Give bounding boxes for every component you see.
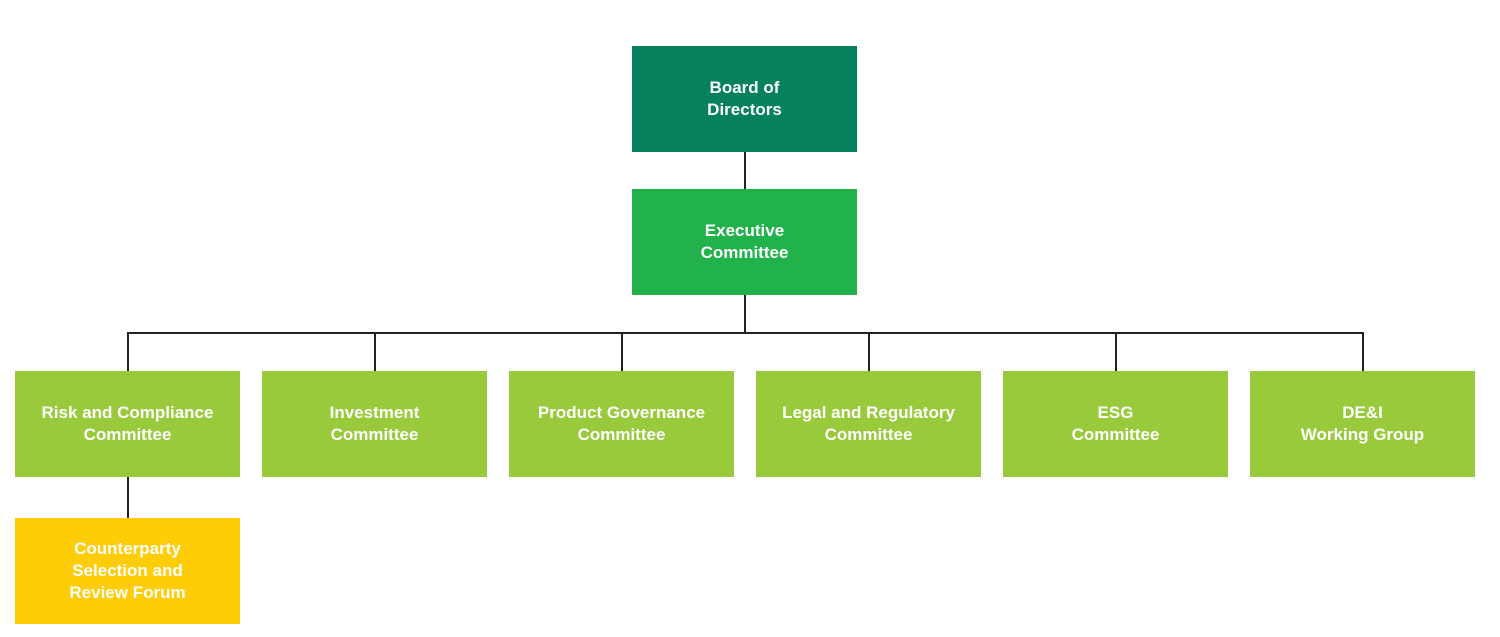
connector-bus-dei bbox=[1362, 332, 1364, 371]
product-governance-committee-box: Product Governance Committee bbox=[509, 371, 734, 477]
connector-risk-forum bbox=[127, 476, 129, 518]
investment-committee-label: Investment Committee bbox=[329, 403, 420, 444]
esg-committee-box: ESG Committee bbox=[1003, 371, 1228, 477]
legal-regulatory-committee-box: Legal and Regulatory Committee bbox=[756, 371, 981, 477]
counterparty-forum-box: Counterparty Selection and Review Forum bbox=[15, 518, 240, 624]
connector-horizontal-bus bbox=[127, 332, 1363, 334]
dei-working-group-label: DE&I Working Group bbox=[1300, 403, 1425, 444]
connector-board-executive bbox=[744, 152, 746, 190]
connector-bus-product bbox=[621, 332, 623, 371]
dei-working-group-box: DE&I Working Group bbox=[1250, 371, 1475, 477]
connector-bus-esg bbox=[1115, 332, 1117, 371]
executive-committee-label: Executive Committee bbox=[700, 221, 789, 262]
counterparty-forum-label: Counterparty Selection and Review Forum bbox=[69, 539, 186, 602]
investment-committee-box: Investment Committee bbox=[262, 371, 487, 477]
board-of-directors-box: Board of Directors bbox=[632, 46, 857, 152]
esg-committee-label: ESG Committee bbox=[1071, 403, 1160, 444]
risk-compliance-committee-box: Risk and Compliance Committee bbox=[15, 371, 240, 477]
connector-bus-legal bbox=[868, 332, 870, 371]
executive-committee-box: Executive Committee bbox=[632, 189, 857, 295]
risk-compliance-committee-label: Risk and Compliance Committee bbox=[41, 403, 214, 444]
connector-executive-bus bbox=[744, 295, 746, 333]
board-of-directors-label: Board of Directors bbox=[707, 78, 782, 119]
connector-bus-risk bbox=[127, 332, 129, 371]
connector-bus-investment bbox=[374, 332, 376, 371]
legal-regulatory-committee-label: Legal and Regulatory Committee bbox=[782, 403, 955, 444]
product-governance-committee-label: Product Governance Committee bbox=[537, 403, 706, 444]
